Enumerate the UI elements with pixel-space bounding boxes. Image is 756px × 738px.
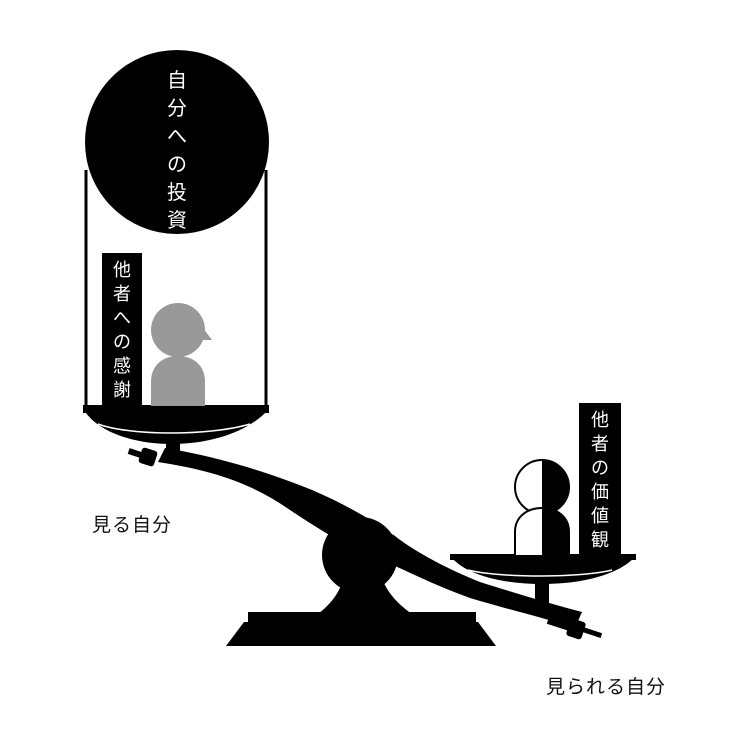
gratitude-label: 他 者 へ の 感 謝 bbox=[102, 253, 142, 405]
char: 観 bbox=[591, 530, 609, 551]
char: 価 bbox=[591, 482, 609, 503]
char: 感 bbox=[113, 356, 131, 377]
scale-beam bbox=[127, 447, 603, 640]
left-pan bbox=[83, 170, 269, 458]
seen-self-label: 見られる自分 bbox=[546, 676, 667, 698]
seeing-self-label: 見る自分 bbox=[92, 514, 173, 536]
char: へ bbox=[113, 308, 131, 329]
char: 分 bbox=[167, 96, 187, 120]
char: 謝 bbox=[113, 380, 131, 401]
person-icon bbox=[151, 303, 212, 406]
others-values-label: 他 者 の 価 値 観 bbox=[579, 403, 621, 557]
person-icon bbox=[514, 459, 570, 557]
char: 他 bbox=[113, 260, 131, 281]
char: 他 bbox=[591, 410, 609, 431]
char: の bbox=[167, 152, 187, 176]
char: 者 bbox=[113, 284, 131, 305]
char: へ bbox=[167, 124, 187, 148]
self-investment-circle bbox=[85, 50, 269, 234]
char: の bbox=[113, 332, 131, 353]
char: 者 bbox=[591, 434, 609, 455]
char: 投 bbox=[167, 180, 187, 204]
char: 資 bbox=[167, 208, 187, 232]
char: の bbox=[591, 458, 609, 479]
char: 値 bbox=[591, 506, 609, 527]
char: 自 bbox=[167, 68, 187, 92]
self-investment-label: 自 分 へ の 投 資 bbox=[162, 66, 192, 234]
scale-base bbox=[226, 565, 496, 646]
